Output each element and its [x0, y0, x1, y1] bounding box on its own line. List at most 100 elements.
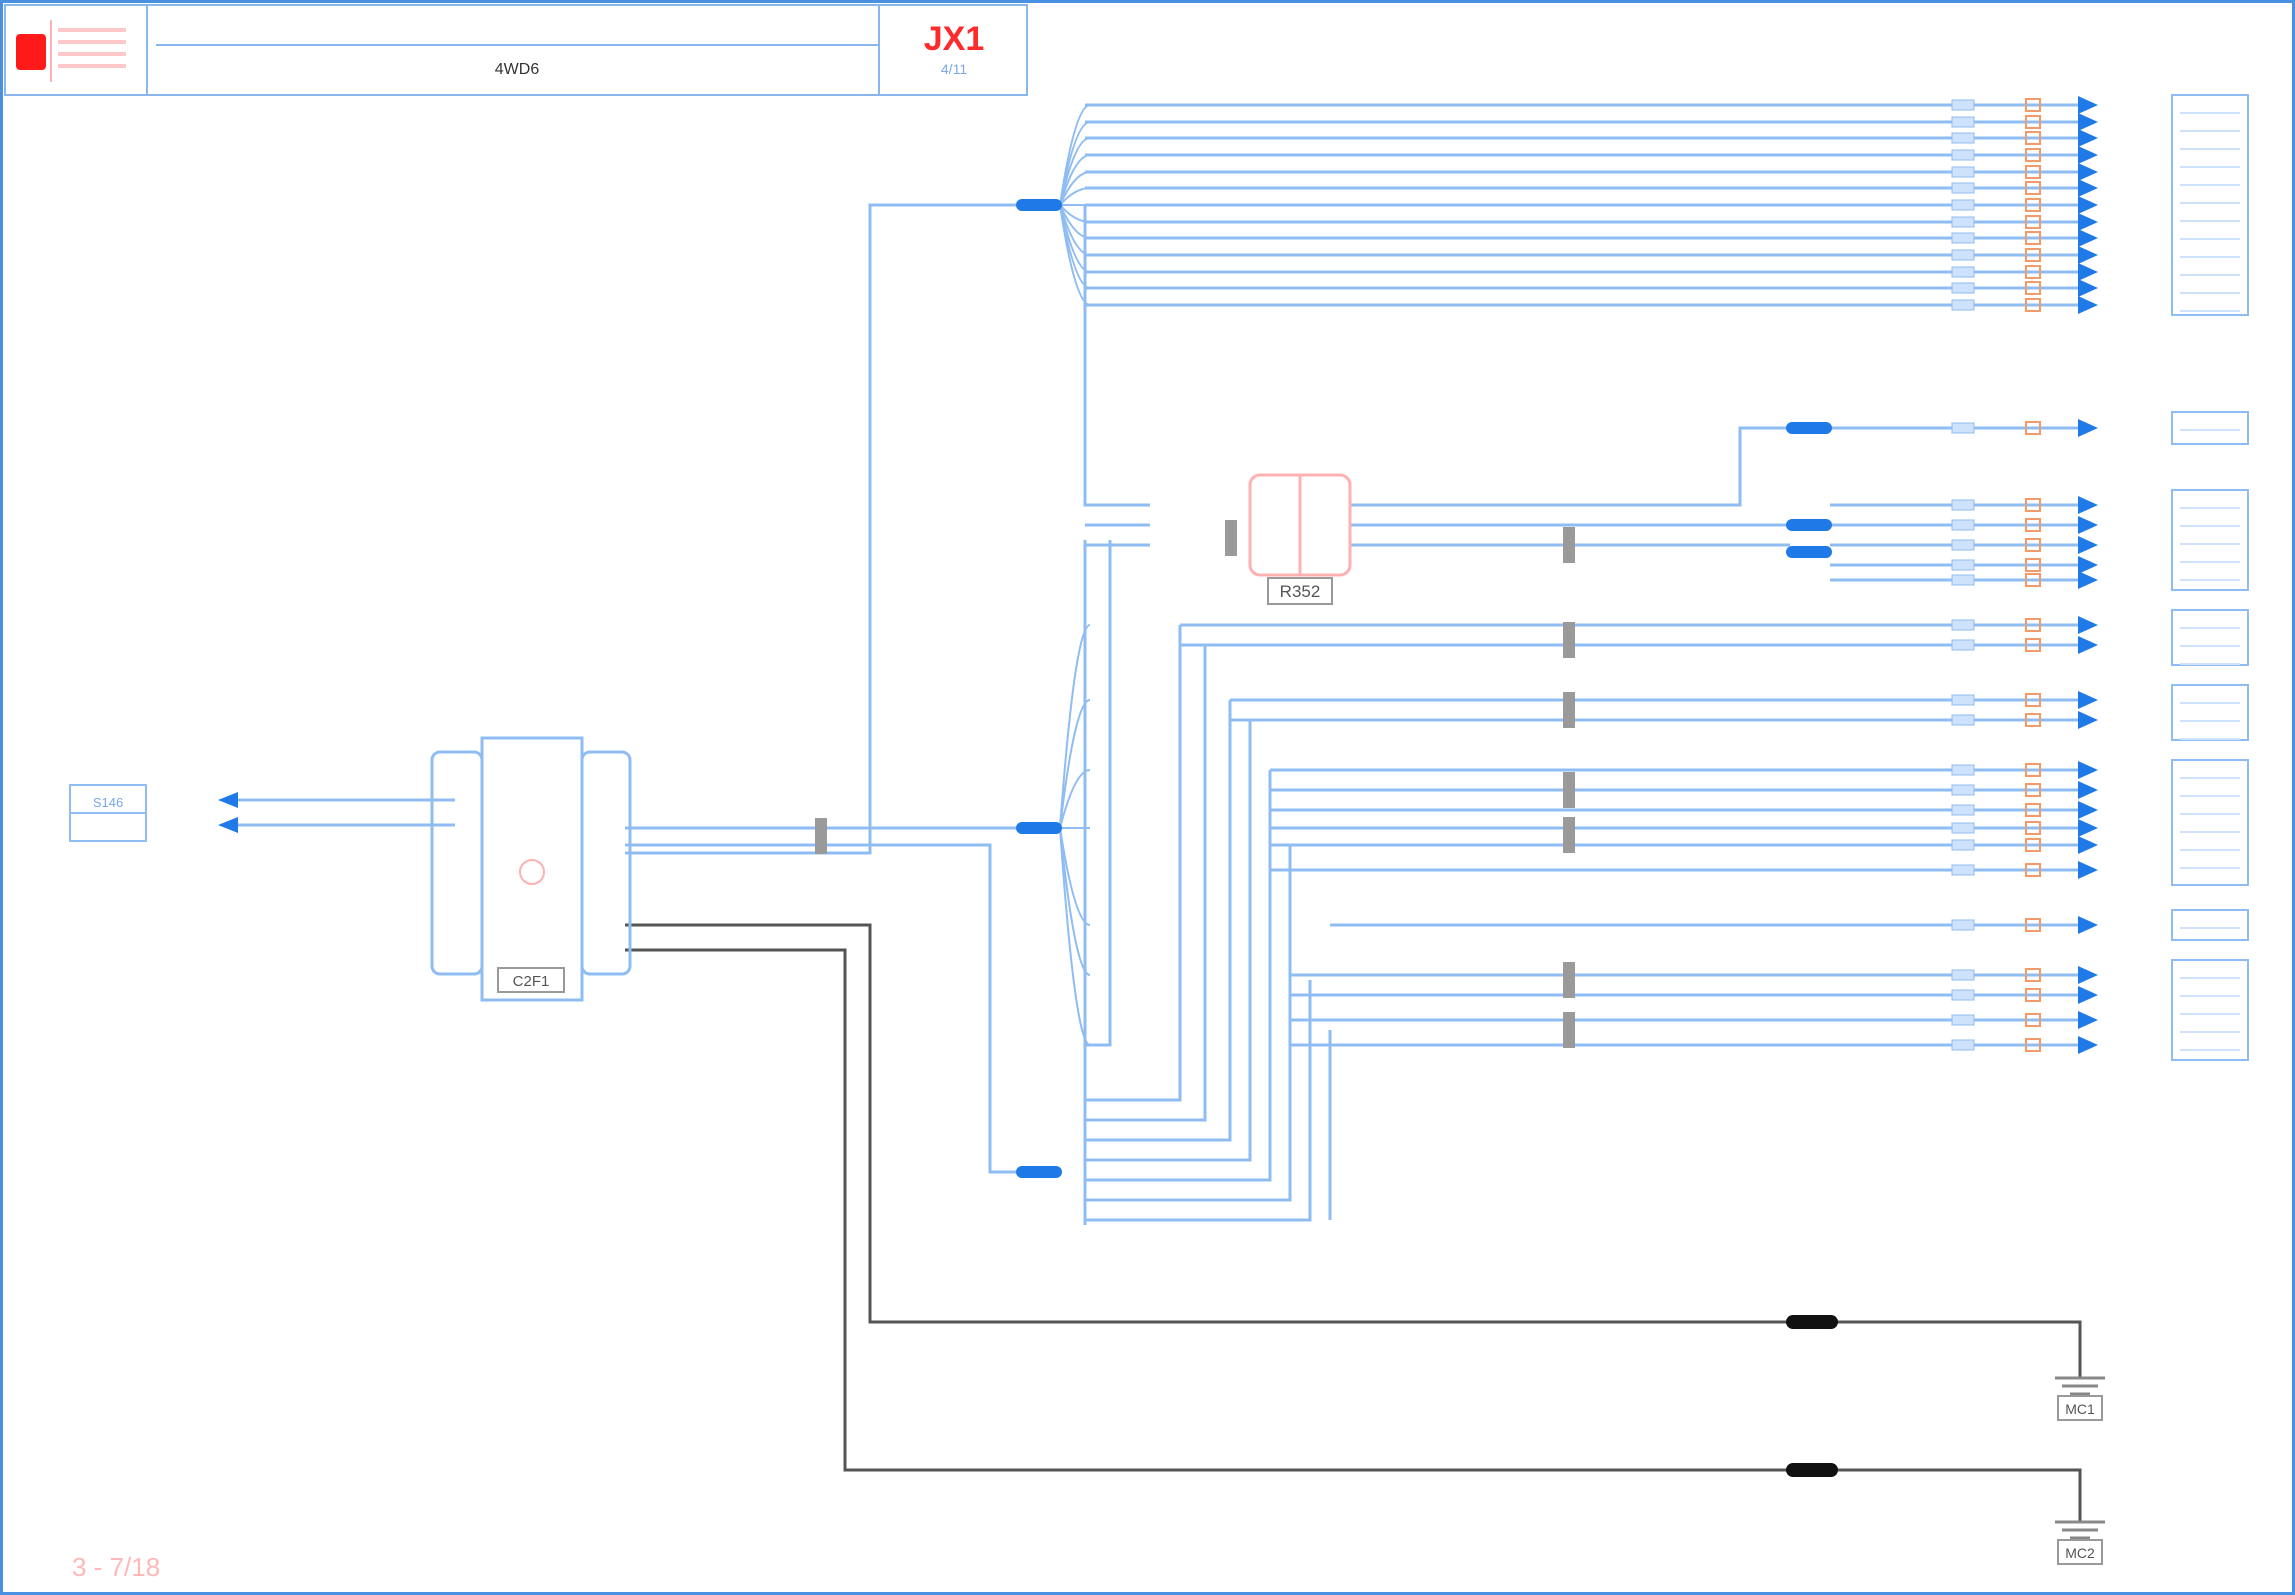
- wire-fuse: [2025, 1013, 2041, 1027]
- output-arrow: [2078, 966, 2098, 984]
- splice: [1786, 519, 1832, 531]
- output-arrow: [2078, 196, 2098, 214]
- ground-1-label: MC1: [2065, 1401, 2095, 1417]
- wire-fuse: [2025, 968, 2041, 982]
- wire-marker: [1951, 804, 1975, 816]
- wire-fuse: [2025, 98, 2041, 112]
- inline-connector: [1563, 962, 1575, 998]
- ground-wire-2-tail: [1835, 1468, 2082, 1522]
- wire-fuse: [2025, 131, 2041, 145]
- diagram-code-cell: JX1 4/11: [878, 6, 1028, 94]
- wire-marker: [1951, 539, 1975, 551]
- wire-fuse: [2025, 918, 2041, 932]
- output-arrow: [2078, 836, 2098, 854]
- wire-marker: [1951, 266, 1975, 278]
- wire-fuse: [2025, 713, 2041, 727]
- left-connector-label: S146: [93, 795, 123, 810]
- wire-marker: [1951, 232, 1975, 244]
- output-arrow: [2078, 516, 2098, 534]
- wire-marker: [1951, 132, 1975, 144]
- output-arrow: [2078, 179, 2098, 197]
- output-arrow: [2078, 861, 2098, 879]
- ecu-symbol: [519, 859, 545, 885]
- wire-fuse: [2025, 573, 2041, 587]
- wire-marker: [1951, 166, 1975, 178]
- wire-marker: [1951, 919, 1975, 931]
- output-arrow: [2078, 129, 2098, 147]
- ground-symbol-1: MC1: [2055, 1376, 2105, 1421]
- relay-label: R352: [1280, 582, 1321, 601]
- wire-marker: [1951, 694, 1975, 706]
- wire-fuse: [2025, 298, 2041, 312]
- wire-fuse: [2025, 281, 2041, 295]
- output-arrow: [2078, 279, 2098, 297]
- wire-marker: [1951, 714, 1975, 726]
- wire-marker: [1951, 822, 1975, 834]
- wire-marker: [1951, 116, 1975, 128]
- output-arrow: [2078, 761, 2098, 779]
- logo: [6, 6, 148, 94]
- wire-fuse: [2025, 421, 2041, 435]
- output-arrow: [2078, 163, 2098, 181]
- ecu-connector-left: [430, 750, 484, 976]
- output-arrow: [2078, 296, 2098, 314]
- drawing-title: 4WD6: [494, 61, 540, 78]
- wire-marker: [1951, 282, 1975, 294]
- wire-marker: [1951, 864, 1975, 876]
- wire-marker: [1951, 149, 1975, 161]
- output-connector-box: [2171, 684, 2249, 741]
- splice-fan: [1059, 827, 1091, 926]
- ground-wire-1: [625, 923, 1790, 1324]
- output-arrow: [2078, 781, 2098, 799]
- input-arrow-1: [218, 792, 238, 808]
- ground-symbol-2: MC2: [2055, 1520, 2105, 1565]
- title-top-row: [156, 6, 878, 46]
- output-connector-box: [2171, 759, 2249, 886]
- logo-mark: [16, 34, 46, 70]
- wire-fuse: [2025, 821, 2041, 835]
- output-arrow: [2078, 246, 2098, 264]
- splice: [1016, 199, 1062, 211]
- wire-fuse: [2025, 518, 2041, 532]
- output-arrow: [2078, 711, 2098, 729]
- bus-9: [1085, 980, 1312, 1222]
- ground-symbols: MC1 MC2: [2055, 1376, 2105, 1565]
- splice-fan: [1059, 624, 1091, 829]
- splice-fan: [1059, 187, 1091, 206]
- wire-fuse: [2025, 638, 2041, 652]
- bus-8: [1085, 845, 1292, 1202]
- wire-marker: [1951, 299, 1975, 311]
- wire-marker: [1951, 99, 1975, 111]
- output-circuits: [815, 94, 2249, 1061]
- wire-relay-out-1: [1350, 426, 1790, 507]
- splice-fan: [1059, 699, 1091, 829]
- wire-fuse: [2025, 863, 2041, 877]
- splice: [1786, 546, 1832, 558]
- wire-fuse: [2025, 215, 2041, 229]
- output-arrow: [2078, 419, 2098, 437]
- ground-wire-1-tail: [1835, 1320, 2082, 1378]
- output-arrow: [2078, 556, 2098, 574]
- wire-fuse: [2025, 783, 2041, 797]
- wire-fuse: [2025, 231, 2041, 245]
- bus-2: [1085, 540, 1112, 1047]
- output-arrow: [2078, 986, 2098, 1004]
- ground-wire-2: [625, 948, 1790, 1472]
- output-connector-box: [2171, 94, 2249, 316]
- output-arrow: [2078, 496, 2098, 514]
- wire-marker: [1951, 519, 1975, 531]
- output-arrow: [2078, 916, 2098, 934]
- wire-fuse: [2025, 115, 2041, 129]
- wire-fuse: [2025, 148, 2041, 162]
- output-arrow: [2078, 616, 2098, 634]
- splice-fan: [1059, 171, 1091, 206]
- output-arrow: [2078, 213, 2098, 231]
- wire-marker: [1951, 639, 1975, 651]
- left-connector: S146: [69, 784, 238, 842]
- output-arrow: [2078, 113, 2098, 131]
- inline-connector: [1563, 692, 1575, 728]
- splice: [1016, 1166, 1062, 1178]
- splice: [1016, 822, 1062, 834]
- wire-fuse: [2025, 498, 2041, 512]
